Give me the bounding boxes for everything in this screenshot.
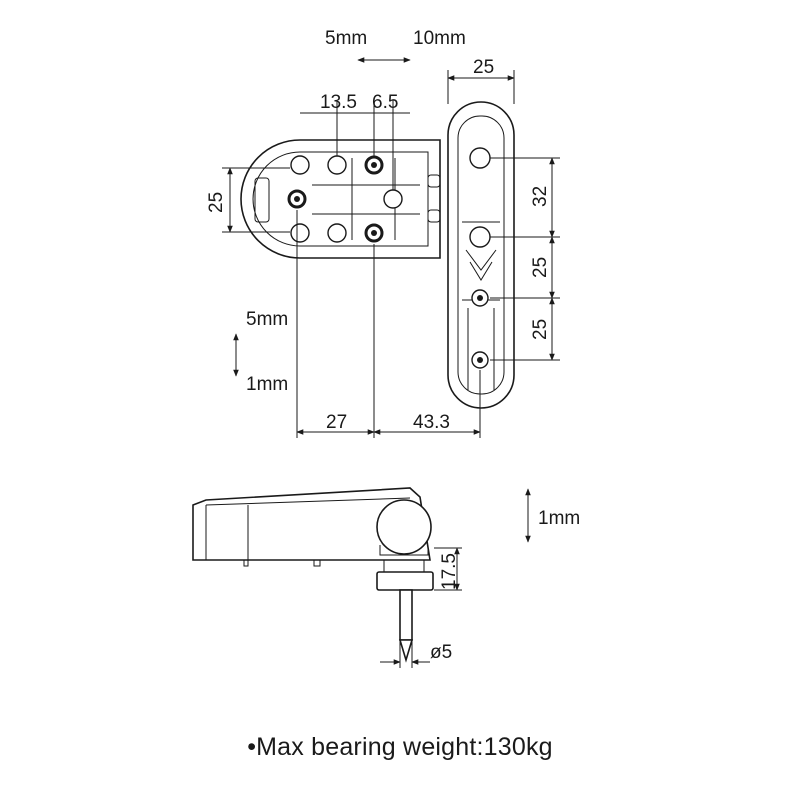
side-vertical-adjustment-indicator: 1mm <box>525 488 580 543</box>
dim-pin-diameter: ø5 <box>380 640 452 668</box>
dim-spacing-1-label: 32 <box>530 186 551 207</box>
dim-offset-2-label: 43.3 <box>413 412 450 433</box>
dim-body-height: 25 <box>206 167 290 233</box>
adjust-down-label: 1mm <box>246 374 288 395</box>
dim-body-height-label: 25 <box>206 192 227 213</box>
side-view: 17.5 ø5 1mm <box>192 487 580 668</box>
dim-hole-spacing-a-label: 13.5 <box>320 92 357 113</box>
sash-body <box>240 139 441 259</box>
pin-shaft <box>399 589 413 641</box>
dim-side-height: 17.5 <box>434 547 462 591</box>
leaf-hole-2 <box>469 226 491 248</box>
side-body-outline <box>192 487 431 561</box>
caption-text: Max bearing weight:130kg <box>256 733 553 761</box>
dim-offset-1-label: 27 <box>326 412 347 433</box>
dim-hole-spacing-b-label: 6.5 <box>372 92 398 113</box>
vertical-adjustment-indicator: 5mm 1mm <box>233 309 288 395</box>
sash-body-outline <box>240 139 441 259</box>
frame-leaf <box>447 101 515 409</box>
dim-spacing-3-label: 25 <box>530 319 551 340</box>
base-block <box>376 571 434 591</box>
dim-spacing-2-label: 25 <box>530 257 551 278</box>
dim-side-height-label: 17.5 <box>439 553 460 590</box>
body-hole-3 <box>383 189 403 209</box>
dim-offsets: 27 43.3 <box>296 210 481 438</box>
dim-leaf-width-label: 25 <box>473 57 494 78</box>
leaf-hole-1 <box>469 147 491 169</box>
dim-hole-spacing: 13.5 6.5 <box>300 92 410 190</box>
top-view: 5mm 10mm <box>206 28 560 438</box>
caption: •Max bearing weight:130kg <box>0 733 800 762</box>
body-hole-5 <box>327 223 347 243</box>
frame-leaf-outline <box>447 101 515 409</box>
dim-pin-diameter-label: ø5 <box>430 642 452 663</box>
adjust-up-label: 5mm <box>246 309 288 330</box>
adjust-left-label: 5mm <box>325 28 367 49</box>
dim-leaf-width: 25 <box>447 57 515 104</box>
side-adjust-label: 1mm <box>538 508 580 529</box>
body-hole-2 <box>327 155 347 175</box>
caption-bullet: • <box>247 733 257 761</box>
dim-leaf-spacing: 32 25 25 <box>490 157 560 361</box>
horizontal-adjustment-indicator: 5mm 10mm <box>325 28 466 63</box>
knuckle-circle <box>376 499 432 555</box>
pin-tip <box>398 639 414 663</box>
body-hole-1 <box>290 155 310 175</box>
frame-leaf-inner <box>457 115 505 395</box>
body-hole-4 <box>290 223 310 243</box>
adjust-right-label: 10mm <box>413 28 466 49</box>
